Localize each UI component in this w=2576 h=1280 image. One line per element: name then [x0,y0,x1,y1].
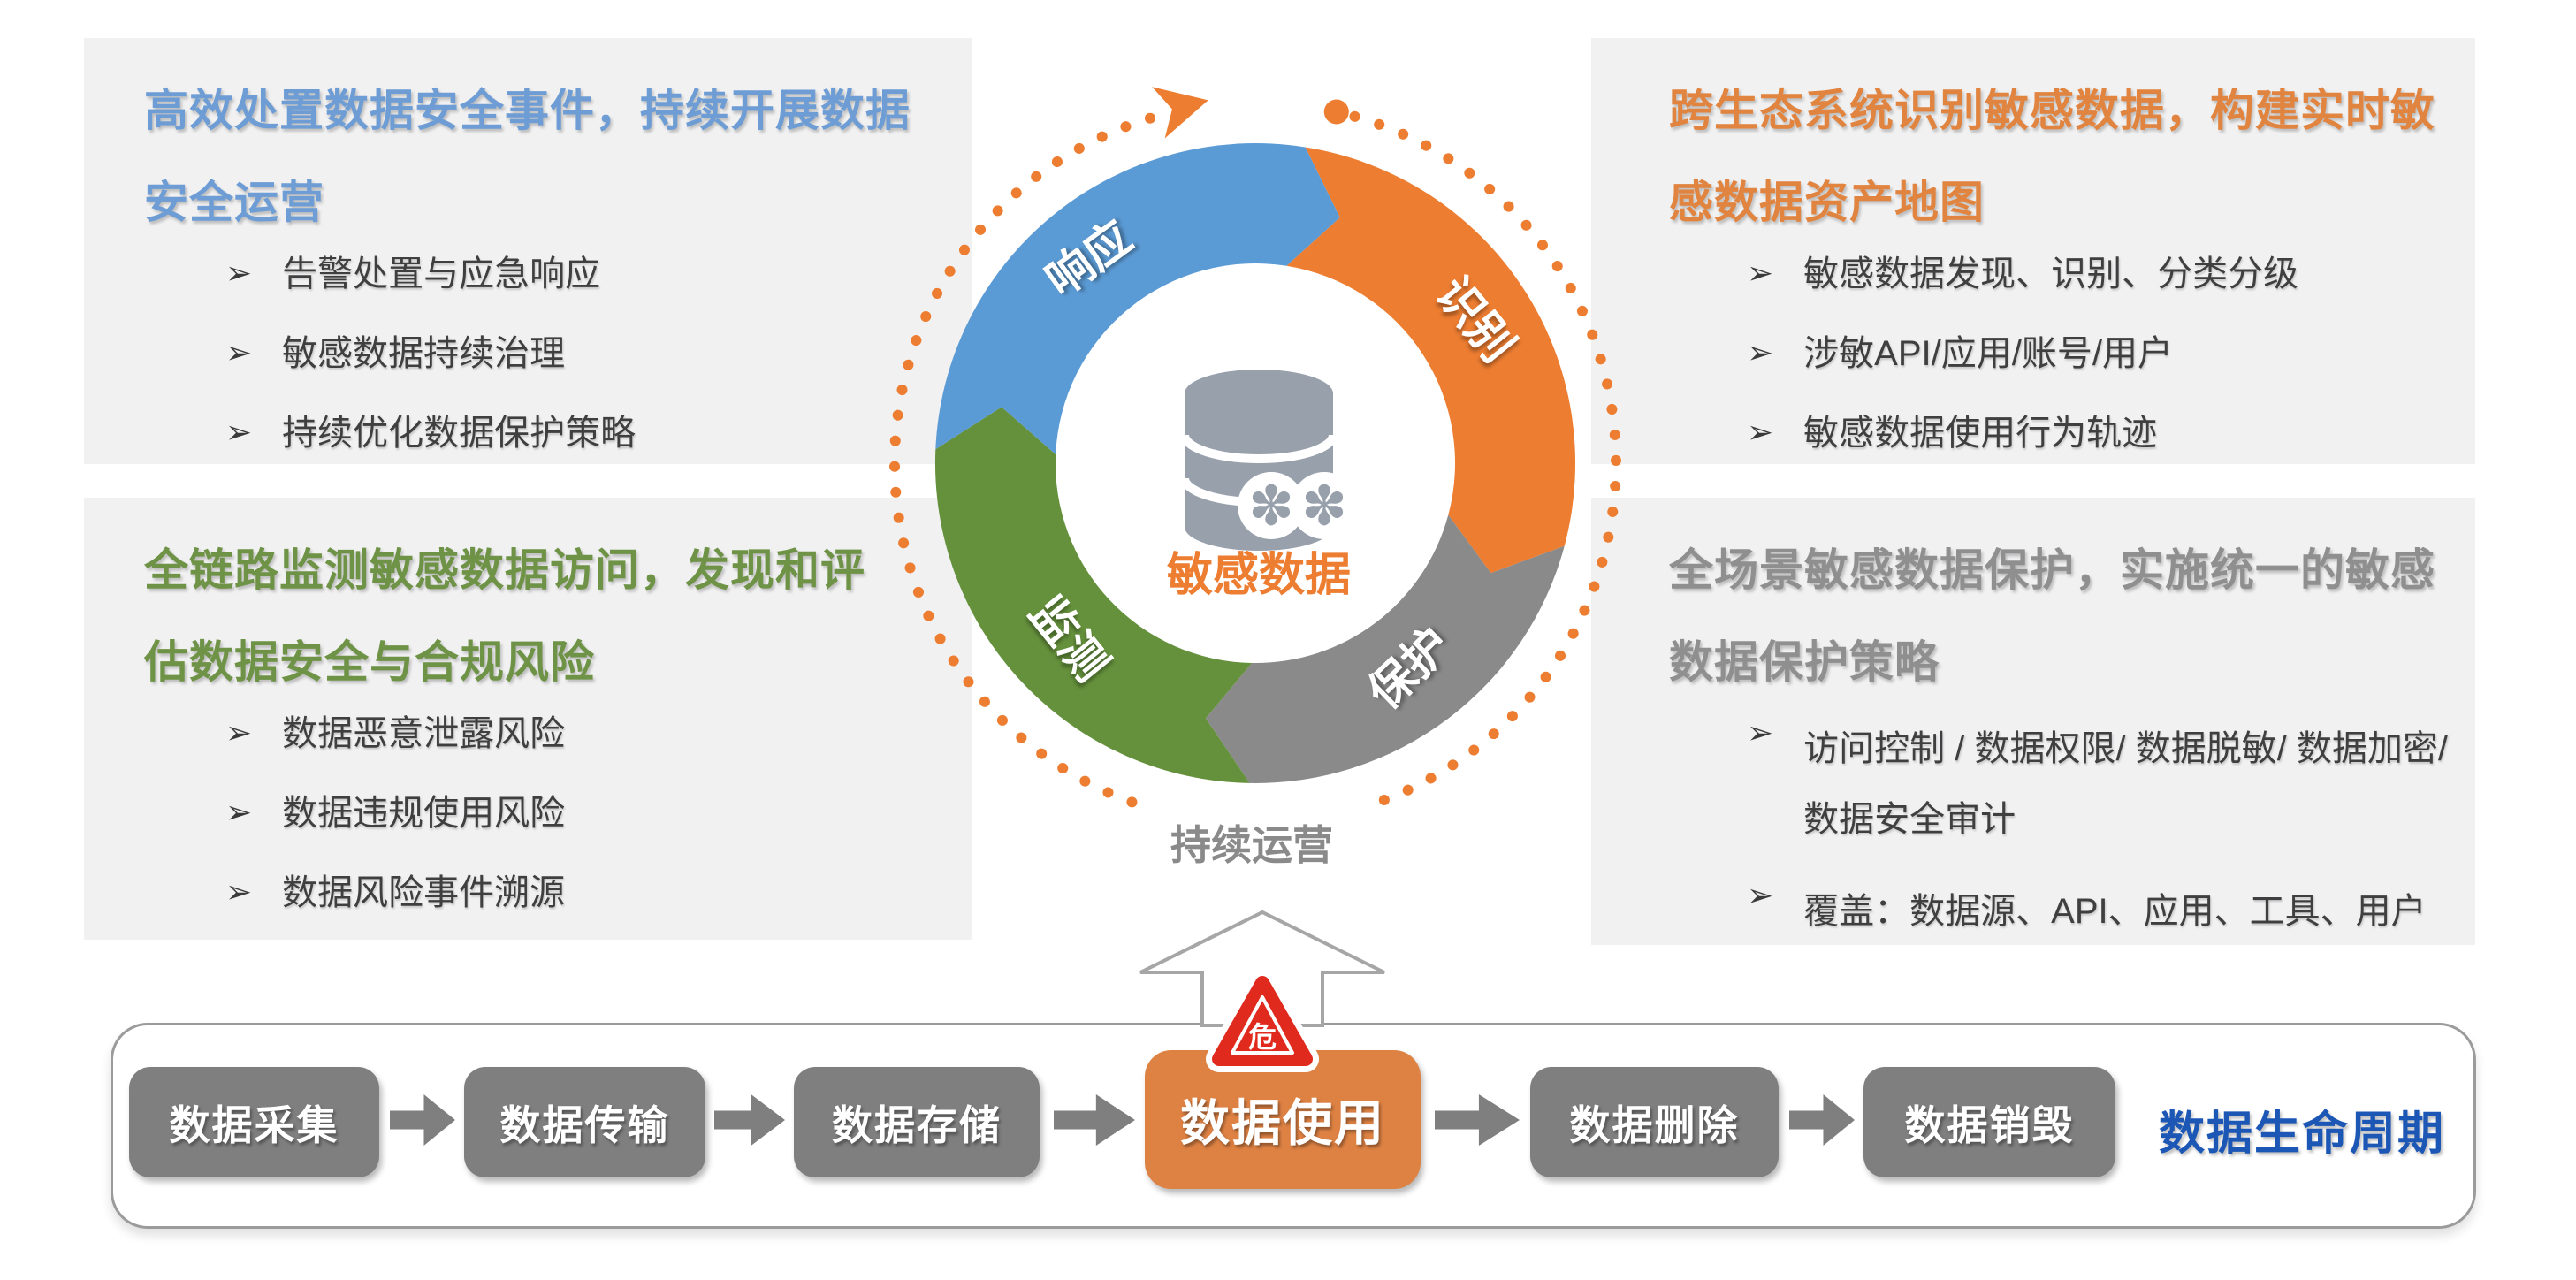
lifecycle-stage-delete: 数据删除 [1530,1067,1779,1177]
lifecycle-stage-use: 数据使用 [1145,1050,1421,1189]
panel-identify-sensitive-data: 跨生态系统识别敏感数据，构建实时敏 感数据资产地图 敏感数据发现、识别、分类分级… [1591,38,2475,464]
panel-monitor-risk: 全链路监测敏感数据访问，发现和评 估数据安全与合规风险 数据恶意泄露风险 数据违… [84,498,972,940]
stage-label: 数据采集 [169,1101,339,1148]
panel-title-line: 感数据资产地图 [1669,178,1985,227]
bullet-item: 涉敏API/应用/账号/用户 [1747,333,2458,374]
arrow-bullet-icon [1747,876,1773,917]
up-arrow-icon [1139,910,1385,1027]
bullet-item: 告警处置与应急响应 [225,254,955,294]
stage-label: 数据传输 [499,1101,670,1148]
cycle-segment-monitor [934,407,1253,783]
bullet-text: 数据恶意泄露风险 [282,714,566,753]
segment-label-respond: 响应 [1037,211,1141,307]
cycle-center-label: 敏感数据 [1167,550,1351,601]
segment-label-monitor: 监测 [1019,587,1117,690]
stage-label: 数据使用 [1180,1095,1385,1151]
bullet-item: 覆盖：数据源、API、应用、工具、用户 [1747,876,2458,947]
cycle-segment-respond [935,143,1340,455]
bullet-text: 敏感数据持续治理 [282,334,566,373]
database-icon: ✽ ✽ [1180,370,1358,551]
bullet-item: 敏感数据发现、识别、分类分级 [1747,254,2458,294]
bullet-text: 数据违规使用风险 [282,794,566,833]
cycle-bottom-label: 持续运营 [1170,822,1333,868]
lifecycle-stage-destroy: 数据销毁 [1863,1067,2115,1177]
bullet-text: 告警处置与应急响应 [282,255,601,293]
arrow-bullet-icon [225,254,252,294]
lifecycle-stage-store: 数据存储 [794,1067,1040,1177]
bullet-item: 数据违规使用风险 [225,793,955,834]
bullet-item: 访问控制 / 数据权限/ 数据脱敏/ 数据加密/ 数据安全审计 [1747,713,2458,855]
bullet-item: 持续优化数据保护策略 [225,413,955,453]
segment-label-protect: 保护 [1359,619,1460,720]
cycle-segment-protect [1205,514,1565,783]
asterisk-icon: ✽ [1248,474,1294,538]
asterisk-cloud [1238,472,1305,539]
panel-title-line: 全场景敏感数据保护，实施统一的敏感 [1669,545,2435,595]
bullet-text: 涉敏API/应用/账号/用户 [1803,334,2173,373]
stage-label: 数据存储 [832,1101,1002,1148]
bullet-text: 访问控制 / 数据权限/ 数据脱敏/ 数据加密/ 数据安全审计 [1803,729,2449,839]
lifecycle-caption: 数据生命周期 [2159,1109,2446,1160]
arrow-bullet-icon [225,333,252,374]
panel-title-line: 数据保护策略 [1669,637,1940,687]
panel-security-operations: 高效处置数据安全事件，持续开展数据 安全运营 告警处置与应急响应 敏感数据持续治… [84,38,972,464]
bullet-text: 持续优化数据保护策略 [282,414,636,453]
panel-title-line: 全链路监测敏感数据访问，发现和评 [144,545,865,595]
bullet-item: 数据风险事件溯源 [225,872,955,913]
bullet-item: 数据恶意泄露风险 [225,713,955,754]
dotted-orbit-right [1349,110,1621,808]
bullet-text: 敏感数据使用行为轨迹 [1803,414,2158,453]
bullet-text: 敏感数据发现、识别、分类分级 [1803,255,2299,293]
arrow-bullet-icon [1747,413,1773,453]
arrow-bullet-icon [1747,254,1773,294]
arrow-bullet-icon [225,713,252,754]
bullet-text: 数据风险事件溯源 [282,873,566,912]
bullet-item: 敏感数据持续治理 [225,333,955,374]
bullet-text: 覆盖：数据源、API、应用、工具、用户 [1803,892,2427,931]
bullet-item: 敏感数据使用行为轨迹 [1747,413,2458,453]
cycle-segment-identify [1286,147,1576,574]
stage-label: 数据删除 [1569,1101,1740,1148]
arrow-bullet-icon [1747,713,1773,754]
panel-title-line: 估数据安全与合规风险 [144,637,595,687]
cycle-arrow-head-icon [1152,87,1208,139]
panel-title-line: 高效处置数据安全事件，持续开展数据 [144,86,911,135]
segment-label-identify: 识别 [1426,268,1524,371]
panel-title-line: 安全运营 [144,178,324,227]
arrow-bullet-icon [1747,333,1773,374]
asterisk-cloud [1291,472,1358,539]
arrow-bullet-icon [225,413,252,453]
lifecycle-stage-collect: 数据采集 [129,1067,379,1177]
arrow-bullet-icon [225,793,252,834]
lifecycle-stage-transfer: 数据传输 [464,1067,705,1177]
panel-title-line: 跨生态系统识别敏感数据，构建实时敏 [1669,86,2435,135]
panel-protect-data: 全场景敏感数据保护，实施统一的敏感 数据保护策略 访问控制 / 数据权限/ 数据… [1591,498,2475,945]
arrow-bullet-icon [225,872,252,913]
bullet-list: 数据恶意泄露风险 数据违规使用风险 数据风险事件溯源 [225,713,955,913]
asterisk-icon: ✽ [1301,474,1347,538]
cycle-start-dot [1323,99,1349,125]
stage-label: 数据销毁 [1904,1101,2075,1148]
bullet-list: 访问控制 / 数据权限/ 数据脱敏/ 数据加密/ 数据安全审计 覆盖：数据源、A… [1747,713,2458,947]
bullet-list: 敏感数据发现、识别、分类分级 涉敏API/应用/账号/用户 敏感数据使用行为轨迹 [1747,254,2458,453]
bullet-list: 告警处置与应急响应 敏感数据持续治理 持续优化数据保护策略 [225,254,955,453]
